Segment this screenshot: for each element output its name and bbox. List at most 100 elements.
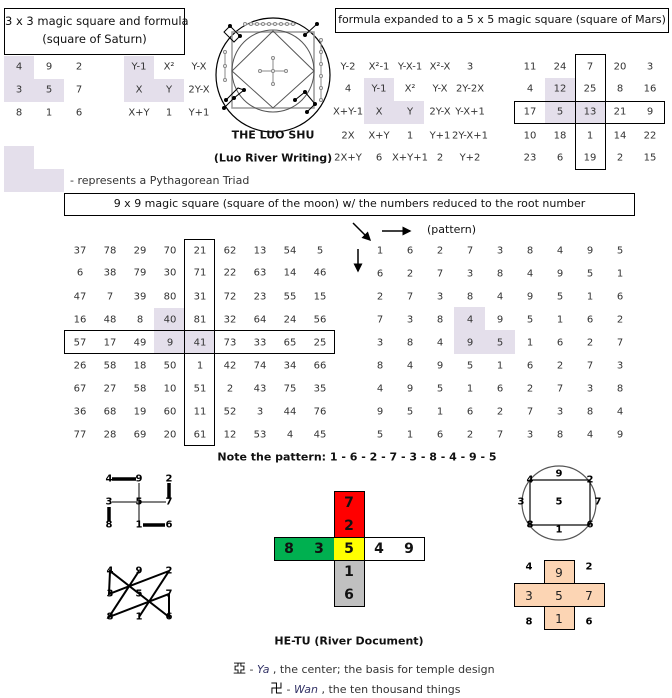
grid-cell: 24: [553, 61, 567, 73]
grid-cell: Y+2: [459, 152, 481, 164]
grid-cell: 1: [196, 360, 204, 372]
grid-cell: 1: [555, 524, 563, 536]
grid-cell: 4: [344, 83, 352, 95]
hetu-number: 1: [344, 564, 354, 580]
grid-cell: 78: [103, 245, 117, 257]
wan-description: , the ten thousand things: [317, 683, 461, 696]
grid-cell: 36: [73, 406, 87, 418]
grid-cell: 3: [616, 360, 624, 372]
grid-cell: 3: [496, 245, 504, 257]
grid-cell: 70: [163, 245, 177, 257]
grid-cell: 54: [283, 245, 297, 257]
grid-cell: 18: [553, 130, 567, 142]
grid-cell: 15: [313, 291, 327, 303]
legend-text: - represents a Pythagorean Triad: [70, 174, 250, 187]
grid-cell: 3: [105, 496, 113, 508]
grid-cell: 75: [283, 383, 297, 395]
grid-cell: 9: [376, 406, 384, 418]
grid-cell: 6: [616, 291, 624, 303]
legend-shade: [4, 169, 64, 192]
grid-cell: 4: [15, 61, 23, 73]
grid-cell: 17: [103, 337, 117, 349]
grid-cell: 7: [586, 61, 594, 73]
grid-cell: 9: [526, 291, 534, 303]
diagonal-arrow-icon: [352, 222, 372, 242]
grid-cell: 79: [133, 267, 147, 279]
grid-cell: X²: [404, 83, 416, 95]
grid-cell: 2: [556, 360, 564, 372]
moon-title: 9 x 9 magic square (square of the moon) …: [113, 197, 586, 210]
grid-cell: 2: [586, 474, 594, 486]
grid-cell: 6: [466, 406, 474, 418]
triad-shade: [4, 56, 34, 79]
grid-cell: X²: [163, 61, 175, 73]
ya-term: Ya: [256, 663, 270, 676]
hetu-number: 3: [314, 541, 324, 557]
grid-cell: 19: [133, 406, 147, 418]
grid-cell: 3: [466, 268, 474, 280]
grid-cell: 3: [406, 314, 414, 326]
grid-cell: X²-X: [429, 61, 451, 73]
grid-cell: 1: [556, 314, 564, 326]
grid-cell: 3: [376, 337, 384, 349]
mars-center-row-outline: [514, 101, 665, 124]
grid-cell: 6: [165, 611, 173, 623]
grid-cell: 66: [313, 360, 327, 372]
grid-cell: 1: [616, 268, 624, 280]
moon-title-box: 9 x 9 magic square (square of the moon) …: [64, 193, 635, 216]
grid-cell: 20: [613, 61, 627, 73]
grid-cell: 6: [376, 268, 384, 280]
grid-cell: 43: [253, 383, 267, 395]
grid-cell: 9: [406, 383, 414, 395]
grid-cell: 1: [526, 337, 534, 349]
dash: -: [246, 663, 257, 676]
grid-cell: 41: [193, 337, 207, 349]
grid-cell: 72: [223, 291, 237, 303]
grid-cell: 9: [556, 268, 564, 280]
grid-cell: 2: [376, 291, 384, 303]
moon-center-row-outline: [64, 330, 335, 354]
grid-cell: 2Y-2X: [455, 83, 485, 95]
grid-cell: 7: [436, 268, 444, 280]
mars-title: formula expanded to a 5 x 5 magic square…: [338, 13, 666, 26]
saturn-title-line1: 3 x 3 magic square and formula: [5, 14, 189, 28]
triad-shade: [545, 78, 575, 101]
grid-cell: 3: [556, 406, 564, 418]
grid-cell: 32: [223, 314, 237, 326]
grid-cell: 8: [616, 83, 624, 95]
grid-cell: 1: [436, 406, 444, 418]
triad-shade: [154, 308, 184, 331]
grid-cell: 42: [223, 360, 237, 372]
wan-symbol-icon: 卍: [270, 682, 284, 697]
grid-cell: 5: [316, 245, 324, 257]
hetu-bottom-arm: [334, 560, 365, 607]
grid-cell: 67: [73, 383, 87, 395]
grid-cell: 8: [525, 616, 533, 628]
grid-cell: 21: [613, 106, 627, 118]
grid-cell: 50: [163, 360, 177, 372]
grid-cell: 30: [163, 267, 177, 279]
grid-cell: Y-X-1: [397, 61, 423, 73]
grid-cell: 6: [436, 429, 444, 441]
grid-cell: 6: [526, 360, 534, 372]
grid-cell: 4: [556, 245, 564, 257]
grid-cell: 25: [313, 337, 327, 349]
triad-shade: [124, 79, 184, 102]
grid-cell: 2: [526, 383, 534, 395]
grid-cell: 9: [496, 314, 504, 326]
grid-cell: 3: [436, 291, 444, 303]
grid-cell: 44: [283, 406, 297, 418]
grid-cell: 1: [586, 291, 594, 303]
grid-cell: 71: [193, 267, 207, 279]
grid-cell: 37: [73, 245, 87, 257]
grid-cell: 6: [375, 152, 383, 164]
grid-cell: 7: [585, 589, 593, 603]
grid-cell: 2: [436, 152, 444, 164]
grid-cell: 22: [643, 130, 657, 142]
grid-cell: 7: [406, 291, 414, 303]
grid-cell: X²-1: [368, 61, 390, 73]
grid-cell: 19: [583, 152, 597, 164]
grid-cell: 16: [643, 83, 657, 95]
